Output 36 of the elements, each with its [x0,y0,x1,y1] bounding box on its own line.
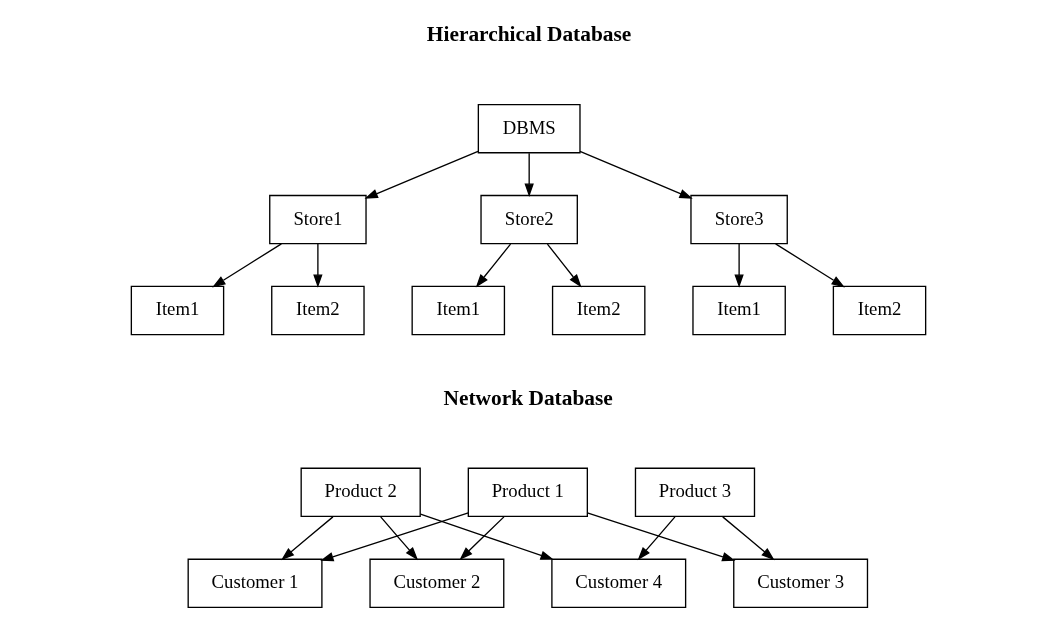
arrow [459,516,505,561]
node-box: Item1 [411,285,506,336]
arrow [586,512,736,562]
node-box: Customer 3 [733,558,869,609]
arrow [281,516,334,561]
node-box: Customer 2 [369,558,505,609]
node-box: DBMS [477,103,581,154]
arrow [313,243,323,288]
arrow [212,243,283,288]
arrow [722,516,775,561]
node-box: Store3 [690,194,788,245]
arrow [579,150,693,199]
node-box: Item2 [271,285,365,336]
arrow [524,152,534,197]
node-box: Store1 [269,194,367,245]
arrow [546,243,582,288]
node-box: Customer 1 [187,558,323,609]
arrow [380,516,419,561]
node-box: Product 3 [634,467,756,518]
node-box: Item1 [692,285,786,336]
label: Network Database [443,386,613,411]
arrow [320,512,469,562]
node-box: Product 2 [300,467,421,518]
node-box: Product 1 [467,467,588,518]
node-box: Store2 [480,194,578,245]
arrow [475,243,512,288]
node-box: Item1 [130,285,225,336]
node-box: Item2 [551,285,646,336]
arrow [419,513,554,560]
label: Hierarchical Database [426,22,632,47]
arrow [774,243,845,288]
node-box: Customer 4 [551,558,687,609]
arrow [734,243,744,288]
arrow [364,150,479,199]
arrow [637,516,676,561]
node-box: Item2 [832,285,927,336]
